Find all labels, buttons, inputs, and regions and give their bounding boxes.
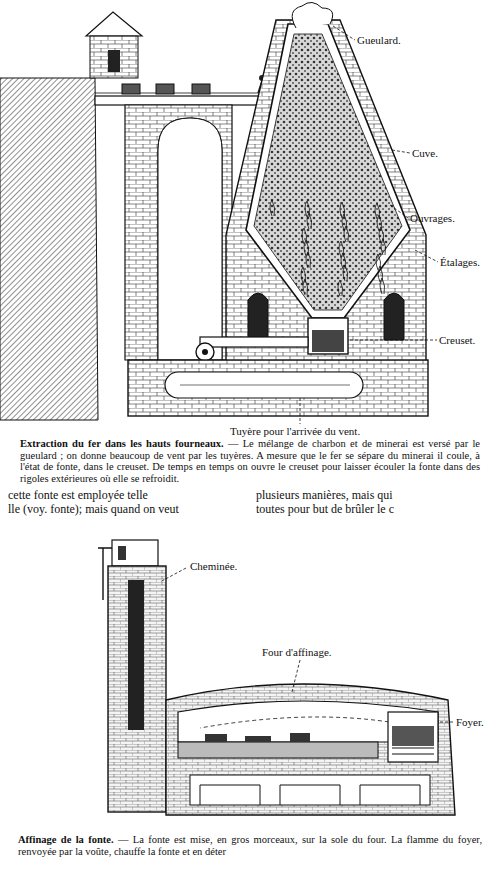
body-text: lle (voy. fonte); mais quand on veut: [8, 503, 179, 516]
part-label: Creuset.: [439, 334, 475, 346]
part-label: Tuyère pour l'arrivée du vent.: [228, 425, 362, 437]
flame-stroke: [301, 267, 306, 283]
flame-stroke: [305, 201, 310, 217]
caption: Extraction du fer dans les hauts fournea…: [20, 438, 480, 484]
flame-stroke: [376, 254, 381, 270]
body-text: cette fonte est employée telle: [8, 489, 148, 502]
part-label: Ouvrages.: [410, 212, 455, 224]
caption-title: Affinage de la fonte.: [18, 834, 114, 845]
part-label: Cheminée.: [190, 560, 237, 572]
flame-stroke: [338, 280, 343, 296]
caption: Affinage de la fonte. — La fonte est mis…: [18, 834, 482, 857]
part-label: Gueulard.: [357, 34, 401, 46]
part-label: Étalages.: [440, 256, 480, 268]
flame-stroke: [340, 202, 345, 218]
part-label: Cuve.: [412, 147, 438, 159]
flame-stroke: [302, 228, 307, 244]
flame-stroke: [375, 203, 380, 219]
body-text: plusieurs manières, mais qui: [256, 489, 393, 502]
part-label: Foyer.: [456, 716, 484, 728]
flame-stroke: [270, 200, 275, 216]
part-label: Four d'affinage.: [262, 646, 332, 658]
flame-stroke: [339, 241, 344, 257]
caption-title: Extraction du fer dans les hauts fournea…: [20, 438, 224, 449]
body-text: toutes pour but de brûler le c: [256, 503, 394, 516]
